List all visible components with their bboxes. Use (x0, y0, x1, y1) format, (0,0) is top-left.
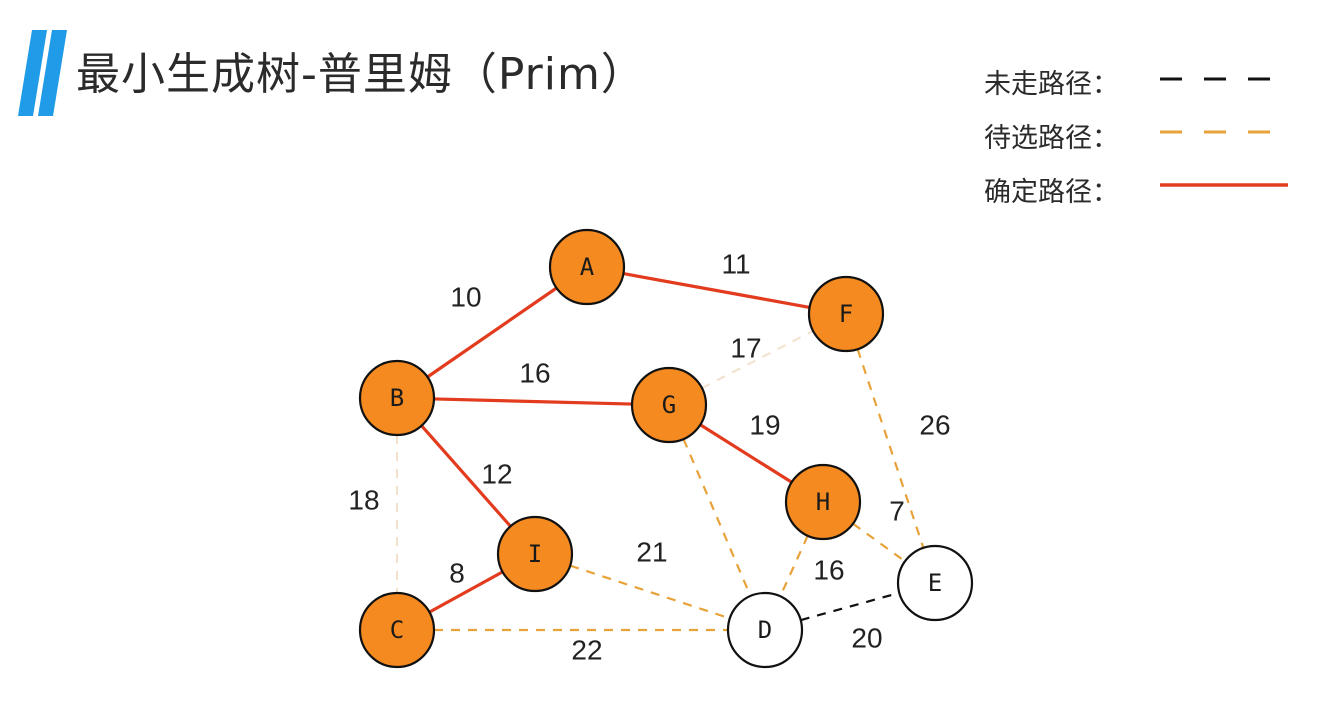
edge-h-d (779, 535, 809, 597)
node-label-g: G (662, 391, 676, 419)
page-title: 最小生成树-普里姆（Prim） (76, 49, 646, 100)
accent-bar-2 (38, 30, 67, 116)
edge-g-h (699, 423, 793, 484)
nodes-layer: A F B G H I C D E (358, 228, 974, 669)
node-e: E (896, 544, 974, 622)
weights-layer: 10 11 16 17 19 26 12 18 7 8 21 16 22 20 (348, 248, 950, 665)
node-f: F (807, 275, 885, 353)
edge-weight-c-d: 22 (571, 634, 602, 665)
node-b: B (358, 359, 436, 437)
node-i: I (496, 515, 574, 593)
edge-i-d (569, 564, 731, 620)
edge-weight-d-e: 20 (851, 622, 882, 653)
edge-weight-h-d: 16 (813, 554, 844, 585)
edges-layer (396, 272, 925, 632)
edge-b-i (420, 424, 512, 528)
edge-d-e (800, 591, 900, 622)
edge-weight-b-c: 18 (348, 484, 379, 515)
edge-i-c (428, 570, 504, 614)
edge-b-a (426, 286, 558, 379)
edge-h-e (852, 522, 906, 563)
title-accent-bars (18, 30, 67, 116)
edge-g-d (682, 438, 752, 597)
edge-weight-i-d: 21 (636, 536, 667, 567)
edge-weight-g-f: 17 (730, 332, 761, 363)
legend-label-unvisited: 未走路径： (984, 69, 1119, 100)
node-c: C (358, 591, 436, 669)
node-circle-f (807, 275, 885, 353)
edge-weight-g-h: 19 (749, 409, 780, 440)
node-label-i: I (528, 540, 542, 568)
node-circle-b (358, 359, 436, 437)
node-d: D (726, 591, 804, 669)
edge-weight-i-c: 8 (449, 557, 465, 588)
edge-weight-b-i: 12 (481, 458, 512, 489)
edge-weight-f-e: 26 (919, 409, 950, 440)
node-circle-d (726, 591, 804, 669)
node-g: G (630, 366, 708, 444)
node-label-f: F (839, 300, 853, 328)
edge-weight-b-a: 10 (450, 281, 481, 312)
node-label-b: B (390, 384, 404, 412)
node-circle-g (630, 366, 708, 444)
node-circle-e (896, 544, 974, 622)
node-label-c: C (390, 616, 404, 644)
node-label-d: D (758, 616, 772, 644)
node-label-h: H (816, 488, 830, 516)
edge-b-g (433, 397, 633, 406)
legend-label-confirmed: 确定路径： (984, 177, 1119, 208)
node-h: H (784, 463, 862, 541)
accent-bar-1 (18, 30, 47, 116)
edge-f-e (856, 348, 925, 549)
node-circle-i (496, 515, 574, 593)
edge-g-f (701, 330, 814, 389)
node-a: A (548, 228, 626, 306)
node-label-e: E (928, 569, 942, 597)
node-circle-c (358, 591, 436, 669)
edge-weight-b-g: 16 (519, 357, 550, 388)
edge-weight-h-e: 7 (889, 495, 905, 526)
node-circle-h (784, 463, 862, 541)
node-circle-a (548, 228, 626, 306)
edge-a-f (623, 272, 810, 309)
node-label-a: A (580, 253, 595, 281)
edge-weight-a-f: 11 (721, 248, 750, 279)
legend-label-candidate: 待选路径： (984, 123, 1119, 154)
